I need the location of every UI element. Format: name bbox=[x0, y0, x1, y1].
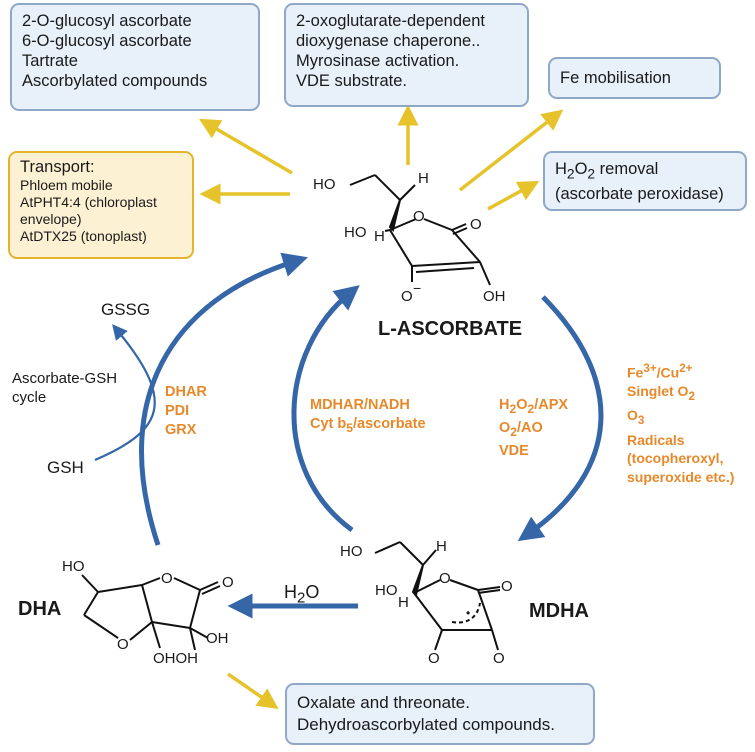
conjugates-box: 2-O-glucosyl ascorbate 6-O-glucosyl asco… bbox=[10, 3, 260, 111]
arrow-to-conjugates bbox=[198, 118, 293, 175]
asc-oh: OH bbox=[483, 288, 506, 305]
arrow-to-oxalate bbox=[227, 672, 279, 709]
radicals-label: Radicals bbox=[627, 431, 685, 448]
dha-oh-right: OH bbox=[206, 630, 229, 647]
mdhar-enzymes: MDHAR/NADH Cyt b5/ascorbate bbox=[310, 396, 426, 438]
dha-ring-o-top: O bbox=[161, 570, 173, 587]
mdha-carbonyl-o: O bbox=[501, 578, 513, 595]
mdha-structure bbox=[374, 541, 501, 651]
pdi-label: PDI bbox=[165, 403, 190, 419]
asc-minus-sign: − bbox=[413, 280, 422, 296]
dha-carbonyl-o: O bbox=[222, 574, 234, 591]
oxalate-line-2: Dehydroascorbylated compounds. bbox=[297, 715, 555, 734]
mdha-h-top: H bbox=[436, 538, 447, 555]
mdha-ho-mid: HO bbox=[375, 582, 398, 599]
mdha-o-left: O bbox=[428, 650, 440, 667]
fe-mobilisation-box: Fe mobilisation bbox=[548, 57, 721, 99]
dha-ohoh: OHOH bbox=[153, 650, 198, 667]
arrow-to-fe bbox=[458, 109, 564, 192]
dha-title: DHA bbox=[18, 598, 62, 620]
cycle-label-2: cycle bbox=[12, 389, 47, 406]
dioxygenase-line-1: 2-oxoglutarate-dependent bbox=[296, 12, 485, 30]
h2o2-removal-box: H2O2 removal (ascorbate peroxidase) bbox=[543, 151, 747, 211]
asc-h-top: H bbox=[418, 170, 429, 187]
asc-ring-o: O bbox=[413, 208, 425, 225]
mdha-title: MDHA bbox=[529, 600, 589, 622]
arrow-ascorbate-to-mdha bbox=[517, 295, 604, 542]
grx-label: GRX bbox=[165, 422, 197, 438]
yellow-arrows bbox=[198, 104, 564, 709]
singlet-o2-label: Singlet O2 bbox=[627, 383, 695, 403]
asc-h-mid: H bbox=[374, 228, 385, 245]
dhar-label: DHAR bbox=[165, 384, 207, 400]
dha-structure bbox=[81, 574, 221, 651]
h2o2-removal-line-1: H2O2 removal bbox=[555, 160, 659, 182]
mdha-radical-dot: • bbox=[466, 606, 471, 620]
cycle-label-1: Ascorbate-GSH bbox=[12, 370, 118, 387]
fe-mobilisation-text: Fe mobilisation bbox=[560, 69, 671, 87]
conjugates-line-2: 6-O-glucosyl ascorbate bbox=[22, 32, 192, 50]
mdha-o-right: O bbox=[493, 650, 505, 667]
asc-ho-top: HO bbox=[313, 176, 336, 193]
arrow-mdha-to-ascorbate bbox=[291, 285, 360, 533]
oxalate-box: Oxalate and threonate. Dehydroascorbylat… bbox=[285, 683, 595, 745]
h2o2-apx-label: H2O2/APX bbox=[499, 397, 569, 416]
mdhar-label: MDHAR/NADH bbox=[310, 397, 410, 413]
conjugates-line-4: Ascorbylated compounds bbox=[22, 72, 208, 90]
ozone-label: O3 bbox=[627, 407, 645, 428]
o2-ao-label: O2/AO bbox=[499, 419, 543, 439]
ascorbate-structure bbox=[349, 174, 491, 286]
conjugates-line-1: 2-O-glucosyl ascorbate bbox=[22, 12, 192, 30]
dha-ring-o-bottom: O bbox=[117, 636, 129, 653]
fe-cu-label: Fe3+/Cu2+ bbox=[627, 362, 693, 381]
dioxygenase-line-3: Myrosinase activation. bbox=[296, 52, 460, 70]
transport-line-4: AtDTX25 (tonoplast) bbox=[20, 228, 147, 244]
oxidants-list: Fe3+/Cu2+ Singlet O2 O3 Radicals (tocoph… bbox=[627, 360, 734, 486]
h2o-label: H2O bbox=[284, 582, 320, 607]
asc-carbonyl-o: O bbox=[470, 216, 482, 233]
blue-arrows bbox=[94, 252, 604, 619]
mdha-ring-o: O bbox=[439, 570, 451, 587]
gsh-label: GSH bbox=[47, 458, 84, 477]
radicals-line-2: (tocopheroxyl, bbox=[627, 450, 724, 467]
dha-ho-top: HO bbox=[62, 558, 85, 575]
h2o2-removal-line-2: (ascorbate peroxidase) bbox=[555, 185, 724, 204]
dioxygenase-line-4: VDE substrate. bbox=[296, 72, 407, 90]
mdha-h-mid: H bbox=[398, 594, 409, 611]
gssg-label: GSSG bbox=[101, 300, 151, 319]
dioxygenase-line-2: dioxygenase chaperone.. bbox=[296, 32, 481, 50]
cyt-b5-label: Cyt b5/ascorbate bbox=[310, 416, 426, 435]
mdha-ho-top: HO bbox=[340, 543, 363, 560]
dioxygenase-box: 2-oxoglutarate-dependent dioxygenase cha… bbox=[284, 3, 529, 107]
arrow-gsh-to-gssg bbox=[94, 324, 156, 462]
apx-enzymes: H2O2/APX O2/AO VDE bbox=[499, 396, 568, 461]
vde-label: VDE bbox=[499, 442, 529, 459]
dhar-enzymes: DHAR PDI GRX bbox=[165, 383, 207, 440]
transport-line-3: envelope) bbox=[20, 211, 82, 227]
asc-o-minus: O bbox=[401, 288, 413, 305]
transport-line-1: Phloem mobile bbox=[20, 177, 113, 193]
arrow-to-h2o2 bbox=[487, 180, 540, 211]
transport-line-2: AtPHT4:4 (chloroplast bbox=[20, 194, 157, 210]
arrow-dha-to-ascorbate bbox=[139, 252, 308, 546]
l-ascorbate-title: L-ASCORBATE bbox=[378, 318, 523, 340]
asc-ho-mid: HO bbox=[344, 224, 367, 241]
conjugates-line-3: Tartrate bbox=[22, 52, 78, 70]
transport-box: Transport: Phloem mobile AtPHT4:4 (chlor… bbox=[8, 151, 194, 259]
transport-title: Transport: bbox=[20, 158, 95, 176]
radicals-line-3: superoxide etc.) bbox=[627, 468, 735, 485]
oxalate-line-1: Oxalate and threonate. bbox=[297, 693, 470, 712]
